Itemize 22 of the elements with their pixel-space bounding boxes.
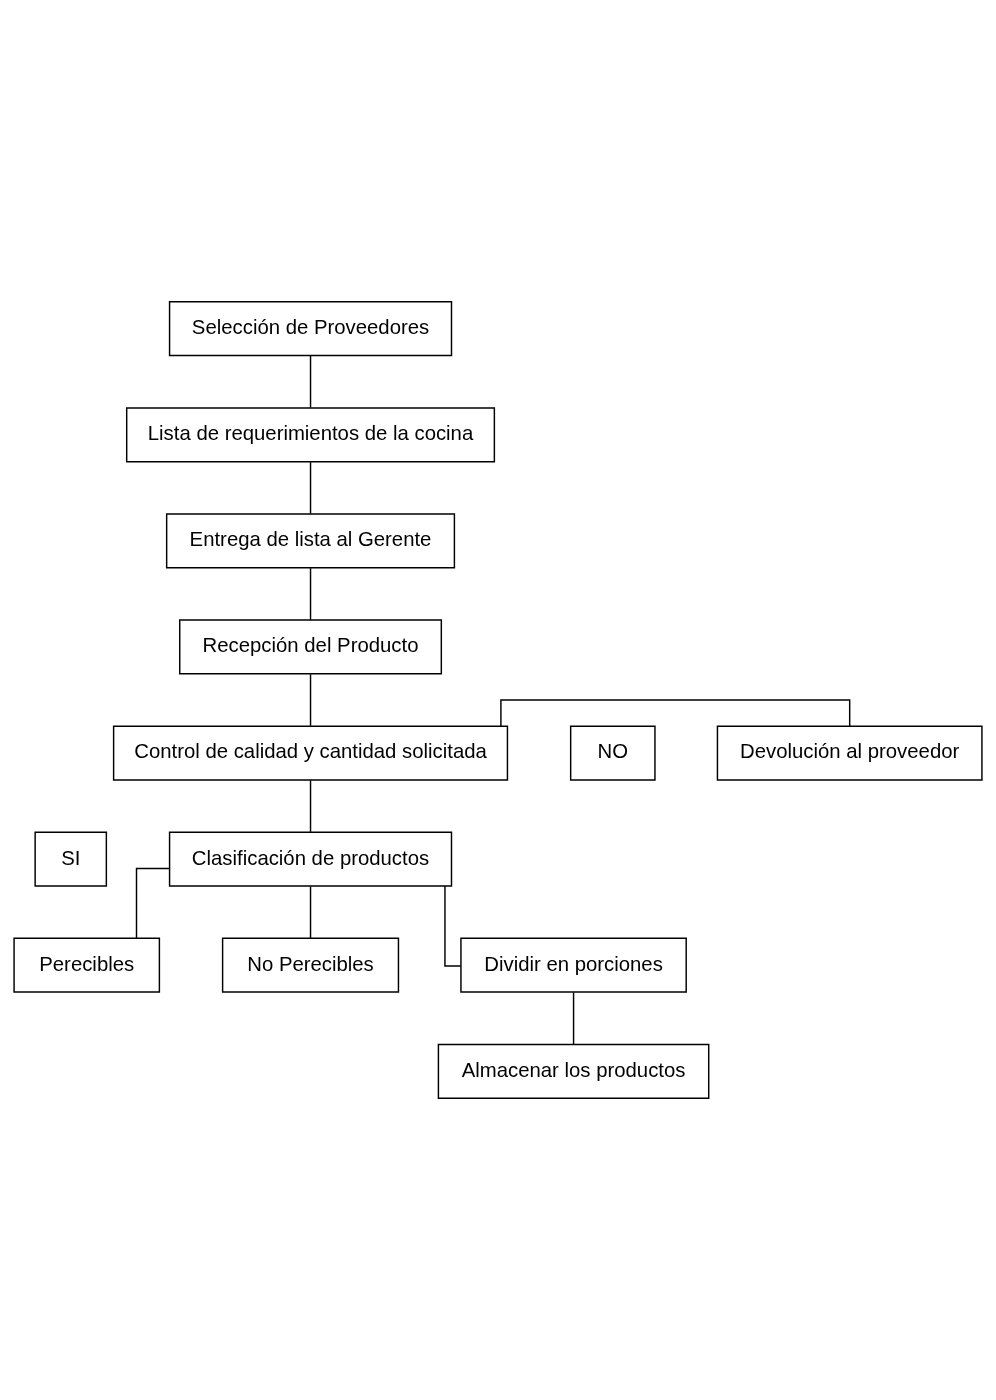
- connector: [135, 867, 170, 940]
- node-box: Recepción del Producto: [179, 619, 443, 675]
- node-box: NO: [569, 725, 656, 781]
- connector: [309, 779, 312, 833]
- node-box: Dividir en porciones: [460, 937, 687, 993]
- connector: [500, 699, 851, 727]
- node-box: Clasificación de productos: [168, 831, 453, 887]
- connector: [309, 461, 312, 515]
- node-box: SI: [34, 831, 108, 887]
- connector: [572, 991, 575, 1045]
- node-box: Almacenar los productos: [437, 1043, 710, 1099]
- connector: [309, 673, 312, 727]
- node-box: Entrega de lista al Gerente: [165, 513, 456, 569]
- node-box: Control de calidad y cantidad solicitada: [112, 725, 509, 781]
- connector: [309, 355, 312, 409]
- node-box: Devolución al proveedor: [716, 725, 983, 781]
- node-box: No Perecibles: [221, 937, 400, 993]
- connector: [309, 567, 312, 621]
- node-box: Perecibles: [13, 937, 161, 993]
- node-box: Lista de requerimientos de la cocina: [125, 407, 496, 463]
- node-box: Selección de Proveedores: [168, 301, 453, 357]
- connector: [309, 885, 312, 939]
